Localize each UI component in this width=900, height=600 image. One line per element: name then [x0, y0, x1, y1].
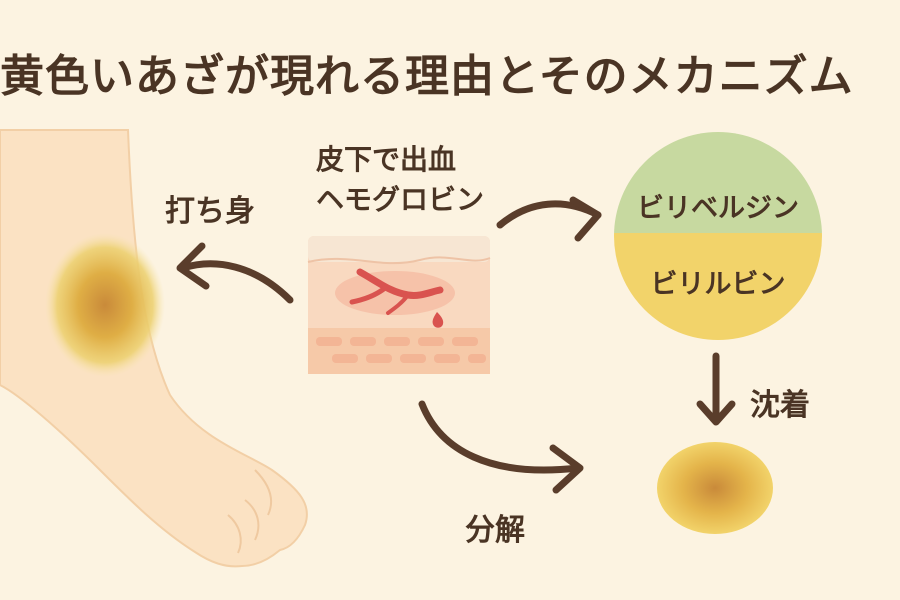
hand-finger-line [244, 499, 260, 541]
bleeding-label-line1: 皮下で出血 [316, 143, 457, 176]
hand-knuckle-line [254, 469, 273, 516]
bilirubin-label: ビリルビン [650, 269, 786, 300]
biliverdin-label: ビリベルジン [637, 193, 799, 224]
decomposition-label: 分解 [465, 513, 525, 548]
arm-shape [0, 129, 308, 568]
arrows [176, 196, 736, 494]
blood-vessel-branch [386, 293, 410, 315]
bruise-label: 打ち身 [165, 194, 255, 229]
arrow-head-spot [549, 444, 584, 494]
bleeding-label: 皮下で出血 ヘモグロビン [316, 140, 484, 220]
skin-layer-line [307, 256, 491, 265]
pigment-circle [614, 132, 822, 340]
arrow-head-down [696, 400, 736, 426]
fat-cells [316, 337, 486, 363]
subcutaneous-layer [308, 328, 490, 374]
skin-cross-section [307, 236, 491, 374]
arrow-head-left [176, 242, 210, 290]
arrow-head-right [569, 196, 602, 242]
page-title: 黄色いあざが現れる理由とそのメカニズム [0, 51, 854, 102]
arrow-to-spot [418, 400, 582, 474]
yellow-bruise-spot [657, 442, 773, 534]
bruise-on-arm [45, 233, 165, 377]
blood-drop [432, 312, 444, 328]
bleeding-label-line2: ヘモグロビン [316, 183, 485, 216]
hand-finger-line [227, 514, 242, 554]
arm-illustration [0, 129, 308, 568]
epidermis-layer [308, 236, 490, 262]
blood-vessel-branch [349, 285, 388, 305]
arrow-to-bruise [179, 260, 294, 304]
deposition-label: 沈着 [750, 388, 810, 423]
